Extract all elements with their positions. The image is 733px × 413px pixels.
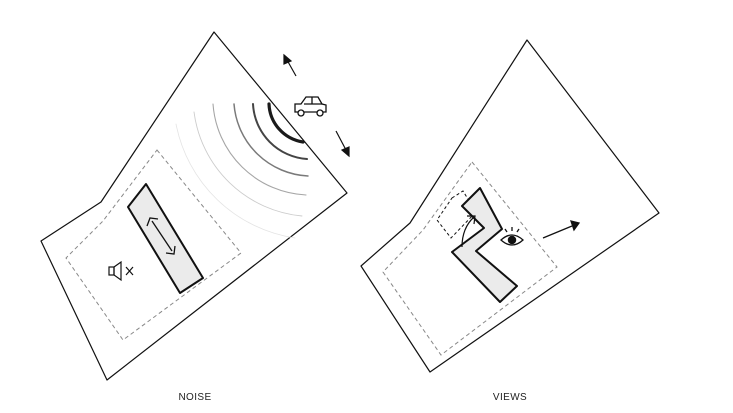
- car-icon: [294, 96, 327, 117]
- noise-site-outline: [40, 31, 348, 381]
- eye-icon: [500, 227, 524, 246]
- double-arrow-icon: [146, 217, 176, 255]
- views-building: [451, 187, 518, 303]
- views-diagram: [360, 39, 660, 373]
- noise-diagram: [40, 31, 350, 381]
- noise-caption: NOISE: [178, 392, 212, 403]
- noise-buildable-area: [65, 149, 242, 341]
- views-buildable-area: [382, 161, 558, 356]
- motion-arrow-icon: [283, 53, 350, 158]
- view-direction-arrow-icon: [542, 220, 581, 239]
- muted-speaker-icon: [108, 260, 134, 282]
- noise-building: [127, 183, 204, 294]
- sound-waves: [175, 102, 309, 239]
- curved-arrow-icon: [461, 215, 476, 248]
- views-site-outline: [360, 39, 660, 373]
- views-caption: VIEWS: [492, 392, 528, 403]
- views-alternative-footprint: [436, 190, 477, 239]
